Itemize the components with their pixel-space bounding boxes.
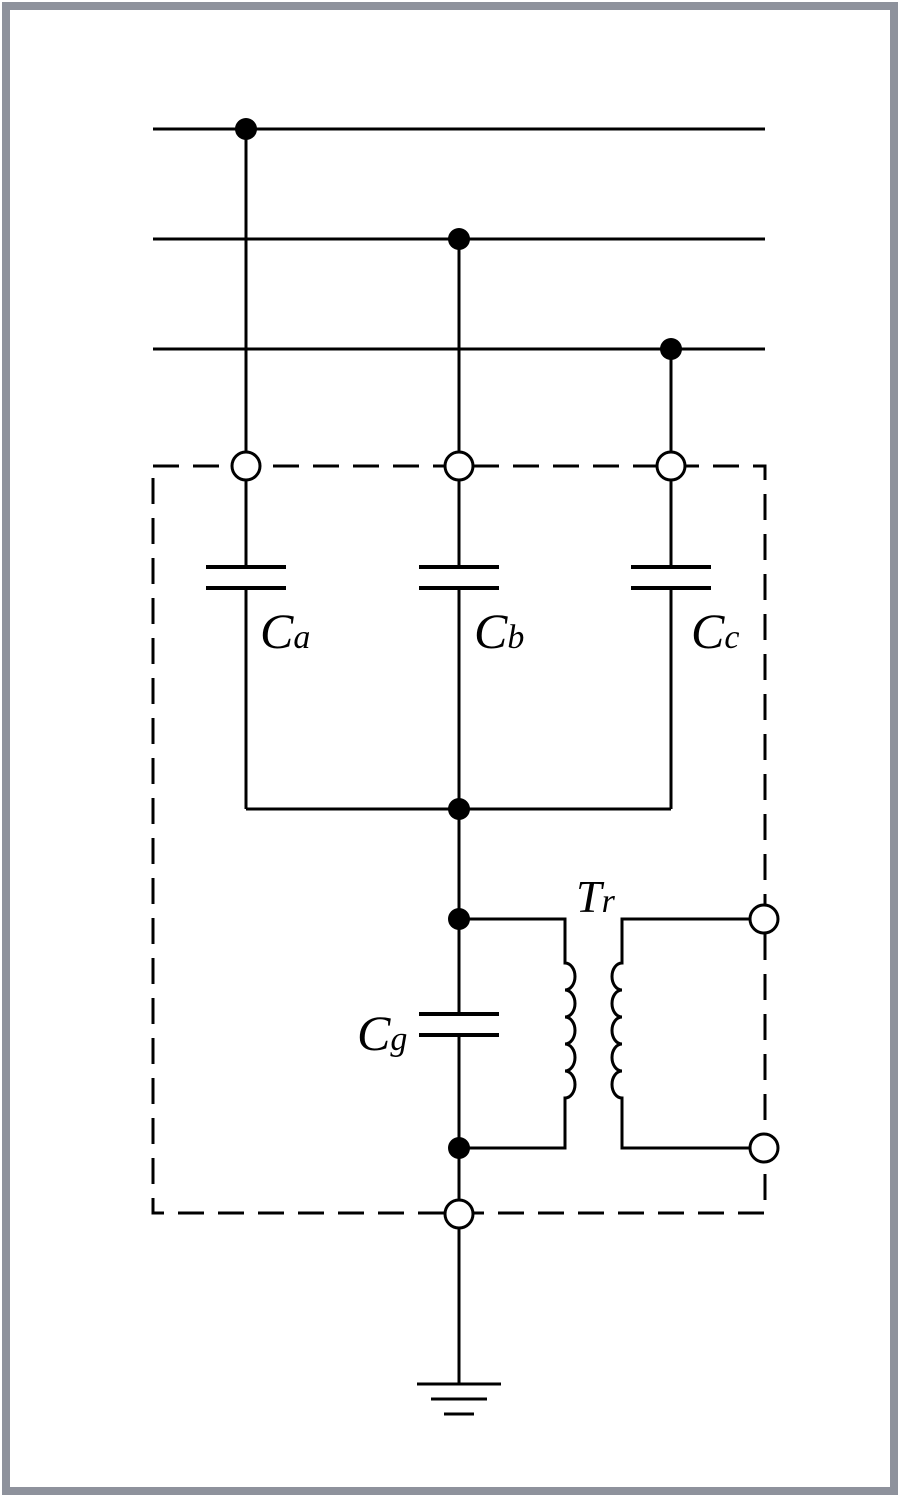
ground-icon bbox=[417, 1382, 501, 1416]
terminal-b bbox=[443, 450, 475, 482]
junction-dot-b bbox=[448, 228, 470, 250]
transformer-secondary-winding bbox=[610, 917, 764, 1150]
terminal-ground bbox=[443, 1198, 475, 1230]
junction-dot-c bbox=[660, 338, 682, 360]
junction-dot-a bbox=[235, 118, 257, 140]
terminal-c bbox=[655, 450, 687, 482]
label-ca: Ca bbox=[260, 603, 310, 659]
label-cc: Cc bbox=[691, 603, 739, 659]
label-cg: Cg bbox=[357, 1005, 407, 1061]
label-cb: Cb bbox=[474, 603, 524, 659]
label-tr: Tr bbox=[576, 871, 616, 922]
terminal-secondary-top bbox=[748, 903, 780, 935]
transformer-primary-winding bbox=[459, 917, 577, 1150]
terminal-secondary-bottom bbox=[748, 1132, 780, 1164]
terminal-a bbox=[230, 450, 262, 482]
